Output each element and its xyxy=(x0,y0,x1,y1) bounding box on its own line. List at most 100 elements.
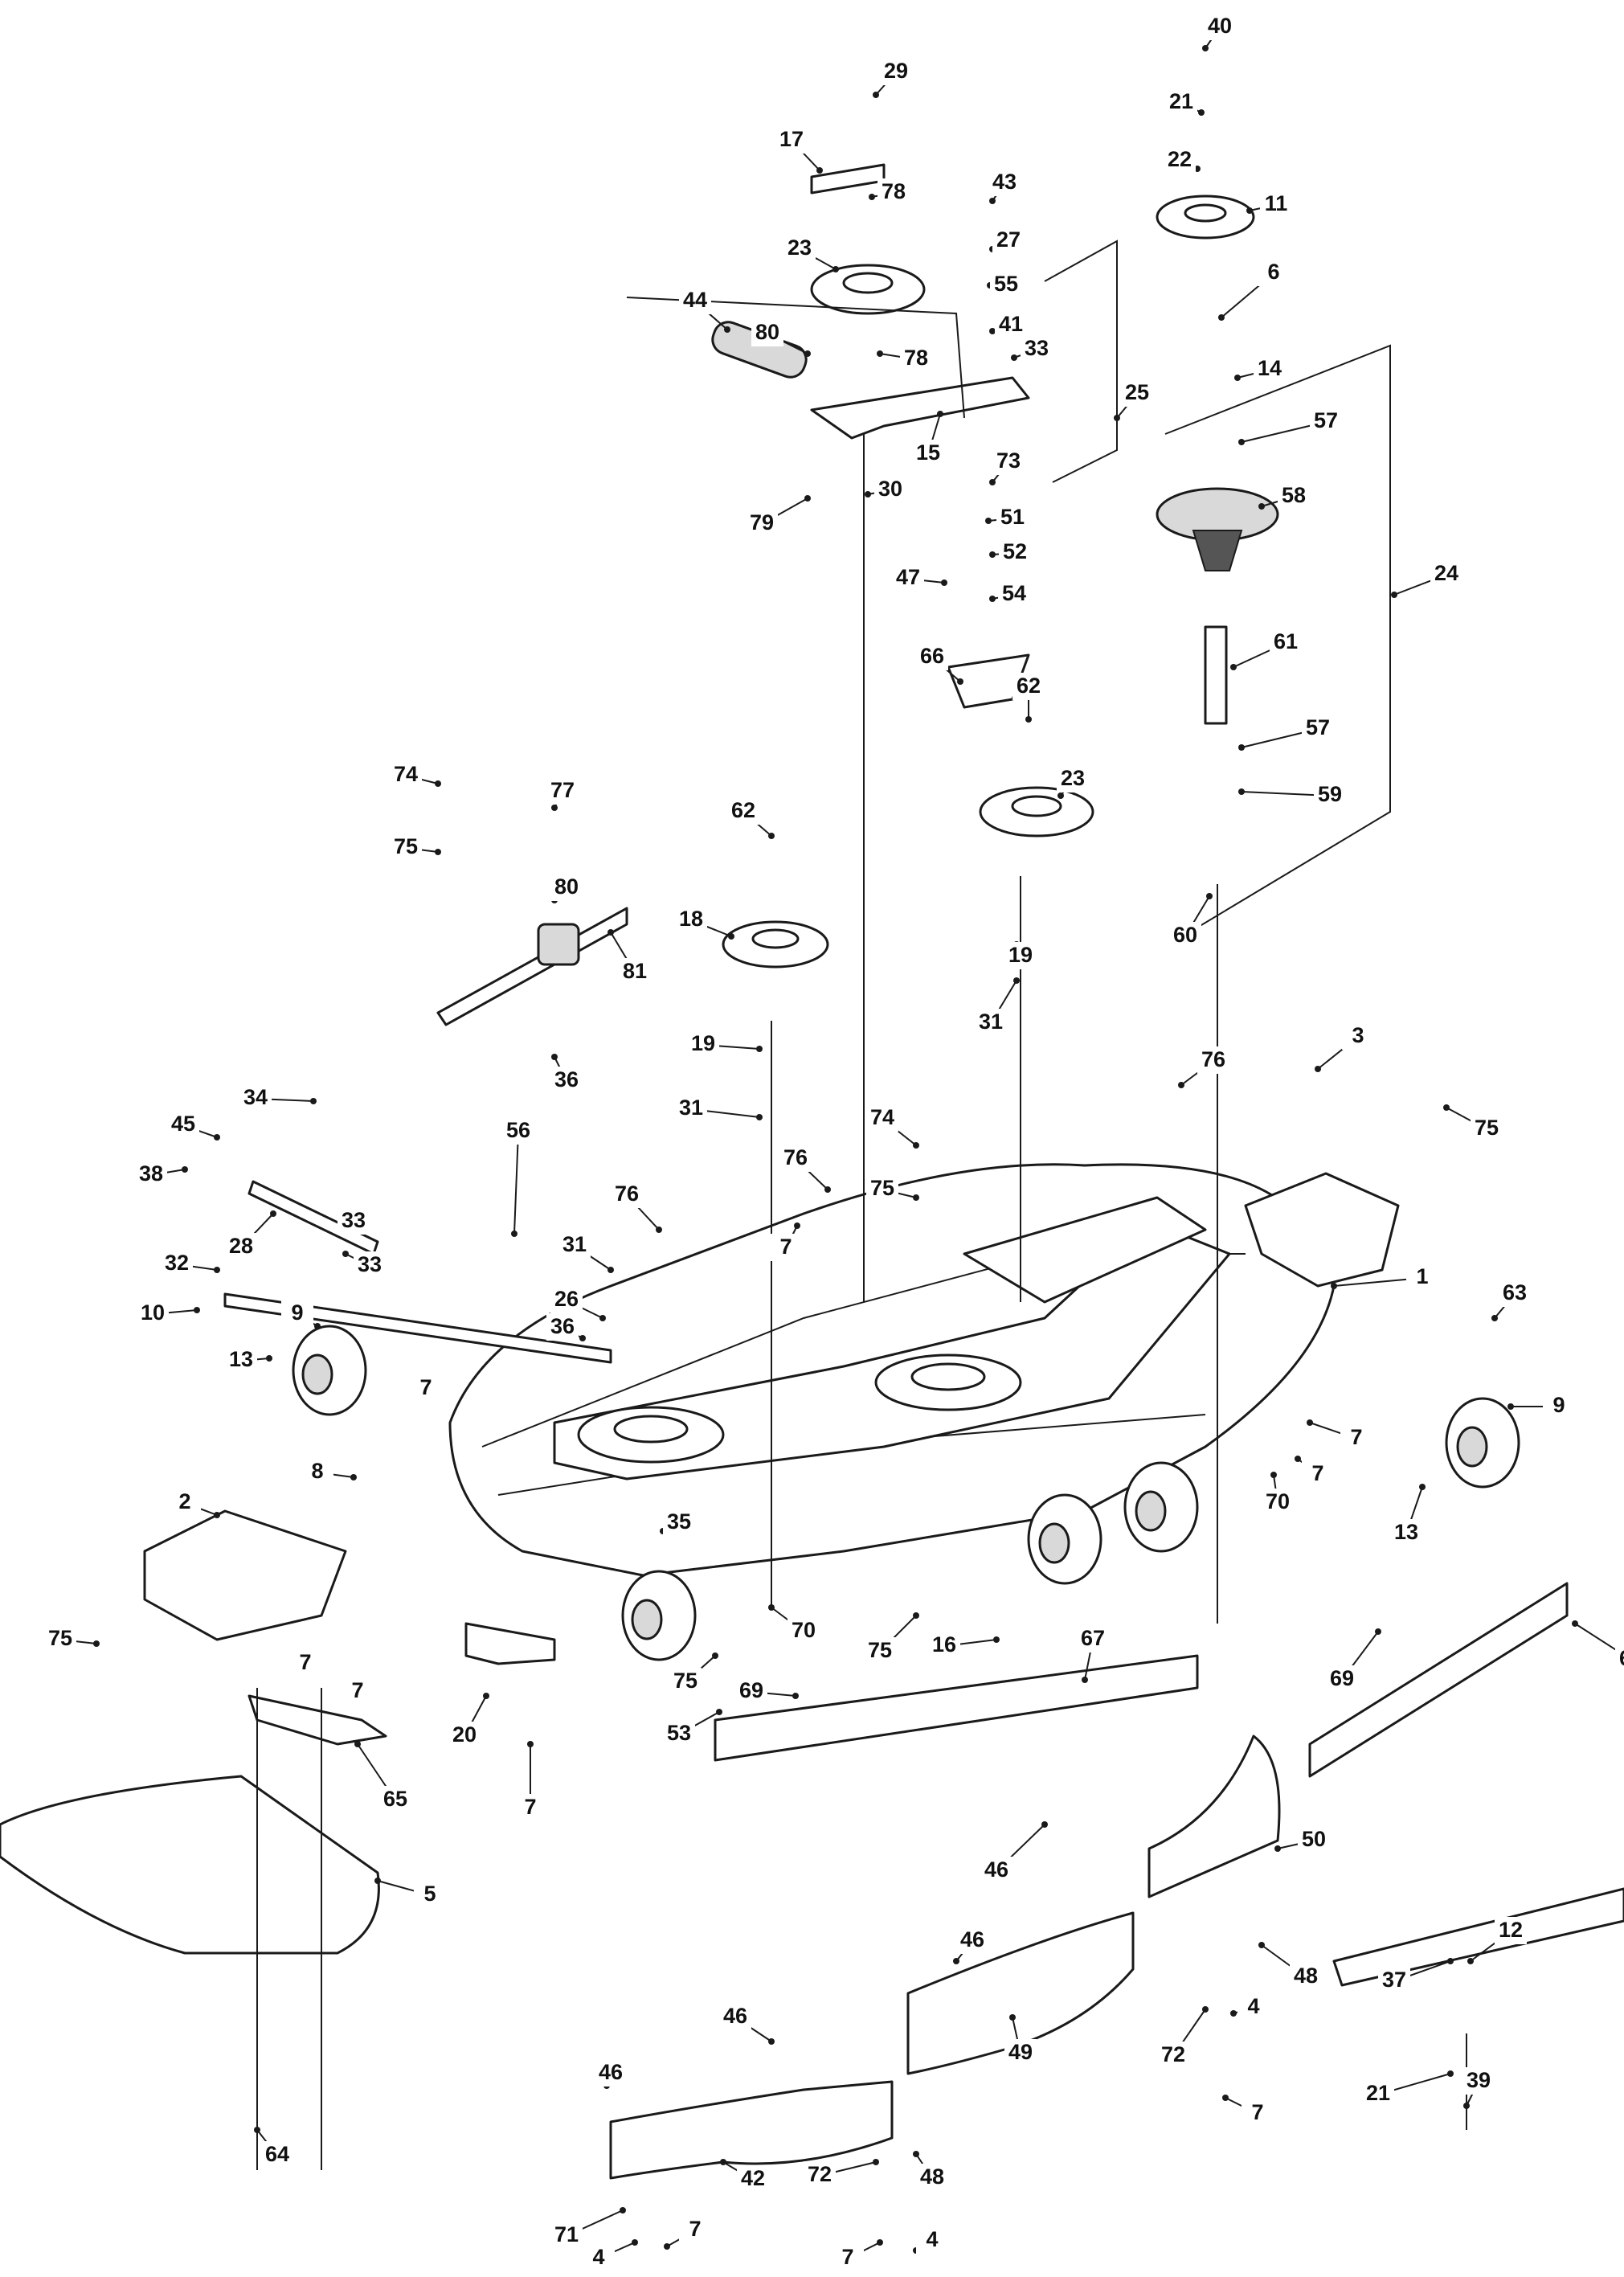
callout-label-background xyxy=(663,1509,695,1536)
right-strip xyxy=(1308,1582,1569,1778)
callout-fastener-dot xyxy=(1238,744,1245,751)
callout-c63: 63 xyxy=(1491,1280,1531,1321)
callout-c29: 29 xyxy=(873,58,912,98)
callout-label-background xyxy=(1302,1460,1334,1488)
callout-fastener-dot xyxy=(993,1636,1000,1643)
callout-c26: 26 xyxy=(550,1286,606,1321)
callout-c33a: 33 xyxy=(1011,335,1053,362)
callout-fastener-dot xyxy=(350,1474,357,1480)
callout-c75f: 75 xyxy=(44,1625,100,1652)
callout-fastener-dot xyxy=(1258,503,1265,510)
callout-label: 75 xyxy=(394,834,418,858)
callout-label-background xyxy=(990,271,1022,298)
callout-fastener-dot xyxy=(1234,375,1241,381)
callout-label: 4 xyxy=(926,2227,938,2251)
callout-fastener-dot xyxy=(1013,977,1020,984)
callout-label-background xyxy=(514,1794,546,1821)
callout-label: 56 xyxy=(506,1118,530,1142)
callout-label-background xyxy=(783,235,816,262)
callout-fastener-dot xyxy=(1270,1472,1277,1478)
callout-c74b: 74 xyxy=(866,1104,919,1149)
callout-label-background xyxy=(1262,1489,1294,1516)
callout-label-background xyxy=(135,1161,167,1188)
callout-label: 7 xyxy=(299,1650,311,1674)
callout-fastener-dot xyxy=(913,2151,919,2157)
callout-label-background xyxy=(1260,190,1292,218)
callout-label-background xyxy=(1121,379,1153,407)
callout-label-background xyxy=(1499,1280,1531,1307)
callout-c78b: 78 xyxy=(877,345,932,372)
callout-label: 69 xyxy=(1330,1666,1354,1690)
callout-label-background xyxy=(550,1286,583,1313)
callout-label: 1 xyxy=(1416,1264,1428,1288)
callout-c6: 6 xyxy=(1218,259,1290,321)
callout-label: 4 xyxy=(592,2245,604,2269)
callout-c48a: 48 xyxy=(1258,1942,1322,1990)
callout-c75e: 75 xyxy=(669,1652,718,1695)
callout-fastener-dot xyxy=(579,1335,586,1341)
callout-c27: 27 xyxy=(989,227,1025,254)
callout-label-background xyxy=(1169,922,1201,949)
callout-fastener-dot xyxy=(756,1046,763,1052)
callout-label: 46 xyxy=(599,2060,623,2084)
callout-c7e: 7 xyxy=(289,1649,321,1677)
callout-c75c: 75 xyxy=(866,1175,919,1202)
callout-label-background xyxy=(137,1300,169,1327)
callout-c72a: 72 xyxy=(1157,2006,1209,2069)
callout-label: 74 xyxy=(870,1105,894,1129)
callout-label-background xyxy=(1326,1665,1358,1693)
callout-label: 20 xyxy=(452,1722,477,1747)
callout-fastener-dot xyxy=(869,194,875,200)
callout-fastener-dot xyxy=(989,479,996,485)
callout-label: 42 xyxy=(741,2166,765,2190)
callout-c21b: 21 xyxy=(1362,2070,1454,2107)
callout-fastener-dot xyxy=(1258,1942,1265,1948)
callout-label-background xyxy=(261,2141,293,2168)
callout-label: 69 xyxy=(739,1678,763,1702)
callout-label-background xyxy=(1310,407,1342,435)
callout-label-background xyxy=(390,833,422,861)
callout-c71: 71 xyxy=(550,2207,626,2249)
callout-label: 74 xyxy=(394,762,418,786)
callout-fastener-dot xyxy=(989,596,996,602)
callout-label: 75 xyxy=(48,1626,72,1650)
callout-leader xyxy=(513,1131,519,1235)
callout-fastener-dot xyxy=(664,2243,670,2250)
callout-label-background xyxy=(1615,1645,1624,1673)
callout-c35: 35 xyxy=(660,1509,695,1536)
callout-label-background xyxy=(1378,1967,1410,1994)
callout-label-background xyxy=(611,1181,643,1208)
callout-label-background xyxy=(1390,1519,1422,1546)
callout-label-background xyxy=(550,874,583,901)
callout-fastener-dot xyxy=(816,167,823,174)
callout-c7d: 7 xyxy=(1295,1456,1334,1488)
callout-c32: 32 xyxy=(161,1250,220,1277)
callout-label: 78 xyxy=(882,179,906,203)
callout-label: 34 xyxy=(243,1085,268,1109)
callout-fastener-dot xyxy=(1391,592,1397,598)
callout-fastener-dot xyxy=(953,1958,959,1964)
callout-fastener-dot xyxy=(483,1693,489,1699)
callout-label-background xyxy=(550,2222,583,2249)
callout-label: 13 xyxy=(1394,1520,1418,1544)
callout-fastener-dot xyxy=(1202,45,1209,51)
callout-fastener-dot xyxy=(989,198,996,204)
callout-c13a: 13 xyxy=(225,1346,272,1374)
callout-c50: 50 xyxy=(1274,1826,1330,1853)
callout-c44: 44 xyxy=(679,287,730,333)
callout-label-background xyxy=(1258,259,1290,286)
callout-fastener-dot xyxy=(865,491,871,498)
callout-fastener-dot xyxy=(607,929,614,936)
callout-label-background xyxy=(779,1145,812,1172)
callout-c31b: 31 xyxy=(975,977,1020,1036)
callout-label-background xyxy=(225,1233,257,1260)
callout-label-background xyxy=(595,2059,627,2087)
callout-fastener-dot xyxy=(873,2159,879,2165)
callout-c12: 12 xyxy=(1467,1917,1527,1964)
callout-label: 73 xyxy=(996,448,1021,473)
callout-fastener-dot xyxy=(342,1251,349,1257)
callout-label: 49 xyxy=(1008,2040,1033,2064)
callout-label-background xyxy=(1254,355,1286,383)
callout-fastener-dot xyxy=(985,518,992,524)
callout-fastener-dot xyxy=(511,1231,517,1237)
